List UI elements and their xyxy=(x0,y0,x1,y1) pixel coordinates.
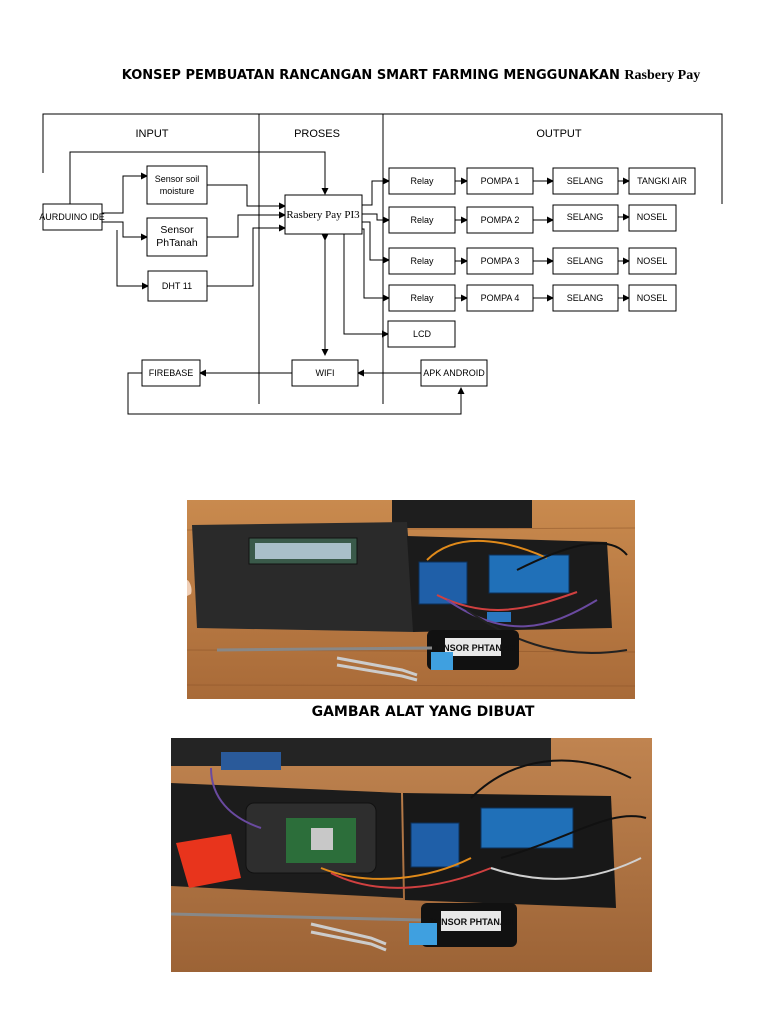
arduino-board xyxy=(488,554,570,594)
relay-label-4: Relay xyxy=(410,293,434,303)
tank-box xyxy=(628,167,696,195)
raspberry-label: Rasbery Pay PI3 xyxy=(286,209,360,221)
dht11-label: DHT 11 xyxy=(162,281,192,291)
nozzle-box-4 xyxy=(628,284,677,312)
pump-box-2 xyxy=(466,206,534,234)
arduino-board xyxy=(480,807,574,849)
title-main: KONSEP PEMBUATAN RANCANGAN SMART FARMING… xyxy=(121,68,620,83)
hose-box-1 xyxy=(552,167,619,195)
pump-box-3 xyxy=(466,247,534,275)
nozzle-label-3: NOSEL xyxy=(637,256,668,266)
nozzle-box-3 xyxy=(628,247,677,275)
arduino-box xyxy=(42,203,103,231)
page-title: KONSEP PEMBUATAN RANCANGAN SMART FARMING… xyxy=(0,68,768,84)
tank-label: TANGKI AIR xyxy=(637,176,687,186)
pump-box-1 xyxy=(466,167,534,195)
dht11-sensor xyxy=(431,652,453,670)
output-header: OUTPUT xyxy=(536,128,582,140)
relay-label-2: Relay xyxy=(410,215,434,225)
ph-label-1: Sensor xyxy=(160,224,194,236)
block-diagram: INPUT PROSES OUTPUT xyxy=(39,113,723,415)
wifi-label: WIFI xyxy=(316,368,335,378)
diagram-connectors xyxy=(69,151,630,415)
soil-sensor-box xyxy=(146,165,208,205)
soil-label-2: moisture xyxy=(160,186,195,196)
relay-box-4 xyxy=(388,284,456,312)
ph-label-2: PhTanah xyxy=(156,237,198,249)
wifi-box xyxy=(291,359,359,387)
nozzle-box-2 xyxy=(628,204,677,232)
hose-label-1: SELANG xyxy=(567,176,604,186)
relay-label-1: Relay xyxy=(410,176,434,186)
title-tail: Rasbery Pay xyxy=(624,68,701,83)
hose-label-2: SELANG xyxy=(567,212,604,222)
arduino-label: AURDUINO IDE xyxy=(39,212,105,222)
firebase-label: FIREBASE xyxy=(149,368,194,378)
pump-label-3: POMPA 3 xyxy=(481,256,520,266)
dht11-box xyxy=(147,270,208,302)
pump-box-4 xyxy=(466,284,534,312)
sensor-label-top: SENSOR PHTANAH xyxy=(431,643,515,653)
apk-label: APK ANDROID xyxy=(423,368,485,378)
apk-box xyxy=(420,359,488,387)
nozzle-label-4: NOSEL xyxy=(637,293,668,303)
dht11-sensor xyxy=(409,923,437,945)
raspberry-box xyxy=(284,194,363,235)
device-photo-bottom: SENSOR PHTANAH xyxy=(171,738,652,972)
relay-board xyxy=(410,822,460,868)
relay-label-3: Relay xyxy=(410,256,434,266)
power-bank xyxy=(176,834,241,888)
relay-box-1 xyxy=(388,167,456,195)
hose-box-2 xyxy=(552,204,619,232)
case-lid xyxy=(192,522,415,632)
proses-header: PROSES xyxy=(294,128,340,140)
pump-label-2: POMPA 2 xyxy=(481,215,520,225)
device-photo-top: SENSOR PHTANAH xyxy=(187,500,635,699)
ph-sensor-box xyxy=(146,217,208,257)
input-header: INPUT xyxy=(136,128,169,140)
pump-label-4: POMPA 4 xyxy=(481,293,520,303)
lcd-box xyxy=(387,320,456,348)
pump-label-1: POMPA 1 xyxy=(481,176,520,186)
nozzle-label-2: NOSEL xyxy=(637,212,668,222)
photo-caption: GAMBAR ALAT YANG DIBUAT xyxy=(311,704,535,720)
hose-box-3 xyxy=(552,247,619,275)
firebase-box xyxy=(141,359,201,387)
hose-label-4: SELANG xyxy=(567,293,604,303)
relay-box-2 xyxy=(388,206,456,234)
relay-box-3 xyxy=(388,247,456,275)
hose-box-4 xyxy=(552,284,619,312)
hose-label-3: SELANG xyxy=(567,256,604,266)
lcd-label: LCD xyxy=(413,329,432,339)
sensor-label-bottom: SENSOR PHTANAH xyxy=(429,917,513,927)
soil-label-1: Sensor soil xyxy=(155,174,200,184)
